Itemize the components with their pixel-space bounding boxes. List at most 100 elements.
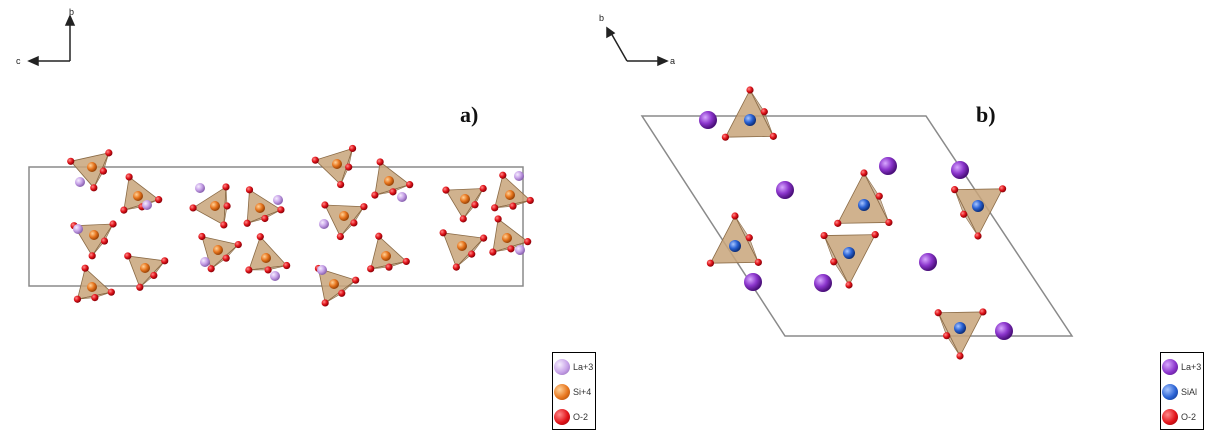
oxygen-atom <box>348 144 357 153</box>
axis-indicator-b <box>606 26 669 67</box>
la-atom <box>919 253 937 271</box>
oxygen-atom <box>264 266 272 274</box>
oxygen-atom <box>524 238 532 246</box>
oxygen-atom <box>442 186 450 194</box>
legend-item-la-b: La+3 <box>1162 355 1201 379</box>
la-atom <box>200 257 210 267</box>
si-ball-icon <box>554 384 570 400</box>
cation-atom <box>261 253 271 263</box>
oxygen-atom <box>499 171 507 179</box>
tetrahedron <box>245 233 291 281</box>
oxygen-atom <box>220 221 228 229</box>
legend-label-la-b: La+3 <box>1181 362 1202 372</box>
oxygen-atom <box>468 250 476 258</box>
oxygen-atom <box>979 308 987 316</box>
cation-atom <box>502 233 512 243</box>
cation-atom <box>954 322 966 334</box>
oxygen-atom <box>371 191 379 199</box>
cation-atom <box>133 191 143 201</box>
cation-atom <box>505 190 515 200</box>
la-atom <box>142 200 152 210</box>
oxygen-atom <box>834 219 842 227</box>
tetrahedron <box>439 229 488 271</box>
oxygen-atom <box>311 156 319 164</box>
oxygen-atom <box>222 254 230 262</box>
oxygen-atom <box>491 204 499 212</box>
sial-ball-icon <box>1162 384 1178 400</box>
axis-label-b: b <box>69 7 74 17</box>
oxygen-atom <box>760 108 768 116</box>
tetrahedron <box>951 185 1007 240</box>
cation-atom <box>460 194 470 204</box>
legend-label-la: La+3 <box>573 362 594 372</box>
tetrahedron <box>189 183 231 229</box>
oxygen-atom <box>99 167 107 175</box>
cation-atom <box>744 114 756 126</box>
legend-panel-a: La+3 Si+4 O-2 <box>552 352 596 430</box>
oxygen-atom <box>367 265 375 273</box>
cation-atom <box>332 159 342 169</box>
tetrahedron <box>491 171 534 212</box>
oxygen-atom <box>375 232 383 240</box>
la-atom <box>73 224 83 234</box>
oxygen-atom <box>489 248 497 256</box>
la-ball-icon <box>554 359 570 375</box>
oxygen-atom <box>745 234 753 242</box>
tetrahedron <box>314 264 360 307</box>
oxygen-atom <box>73 295 82 303</box>
oxygen-atom <box>706 259 715 267</box>
la-atom <box>814 274 832 292</box>
oxygen-atom <box>105 149 113 157</box>
oxygen-atom <box>256 233 264 241</box>
tetrahedron <box>67 149 113 192</box>
oxygen-atom <box>934 309 942 317</box>
oxygen-atom <box>360 203 368 211</box>
oxygen-atom <box>956 352 964 360</box>
unit-cell-a <box>28 166 524 287</box>
oxygen-atom <box>337 180 345 189</box>
oxygen-atom <box>471 201 479 209</box>
oxygen-atom <box>234 240 242 249</box>
la-atoms-b <box>699 111 1013 340</box>
legend-item-o: O-2 <box>554 405 588 429</box>
cation-atom <box>210 201 220 211</box>
oxygen-atom <box>769 132 777 140</box>
o-ball-icon <box>554 409 570 425</box>
tetrahedron <box>243 186 285 227</box>
la-atom <box>270 271 280 281</box>
oxygen-atom <box>91 294 99 302</box>
oxygen-atom <box>150 271 158 280</box>
oxygen-atom <box>338 289 346 297</box>
legend-label-sial: SiAl <box>1181 387 1198 397</box>
tetrahedron <box>721 86 777 141</box>
cation-atom <box>87 282 97 292</box>
oxygen-atom <box>261 214 269 223</box>
tetrahedron <box>73 264 115 303</box>
axis-label-a: a <box>670 56 675 66</box>
oxygen-atom <box>223 202 231 210</box>
oxygen-atom <box>155 196 163 204</box>
tetrahedron <box>834 169 893 227</box>
oxygen-atom <box>402 257 410 266</box>
oxygen-atom <box>321 201 329 209</box>
tetrahedron <box>70 220 117 260</box>
legend-item-o-b: O-2 <box>1162 405 1196 429</box>
tetrahedron <box>311 144 357 189</box>
legend-item-sial: SiAl <box>1162 380 1197 404</box>
la-atom <box>951 161 969 179</box>
tetrahedron <box>124 252 169 291</box>
tetrahedron <box>934 308 987 360</box>
oxygen-atom <box>509 202 517 210</box>
la-atom <box>879 157 897 175</box>
unit-cell-b <box>640 115 1074 337</box>
tetrahedron <box>367 232 410 273</box>
tetrahedron <box>820 231 879 289</box>
oxygen-atom <box>960 210 968 218</box>
legend-panel-b: La+3 SiAl O-2 <box>1160 352 1204 430</box>
oxygen-atom <box>376 158 384 166</box>
oxygen-atom <box>507 245 515 253</box>
oxygen-atom <box>943 332 951 340</box>
panel-a-label: a) <box>460 102 478 127</box>
oxygen-atom <box>277 206 285 214</box>
tetrahedron <box>198 232 242 273</box>
